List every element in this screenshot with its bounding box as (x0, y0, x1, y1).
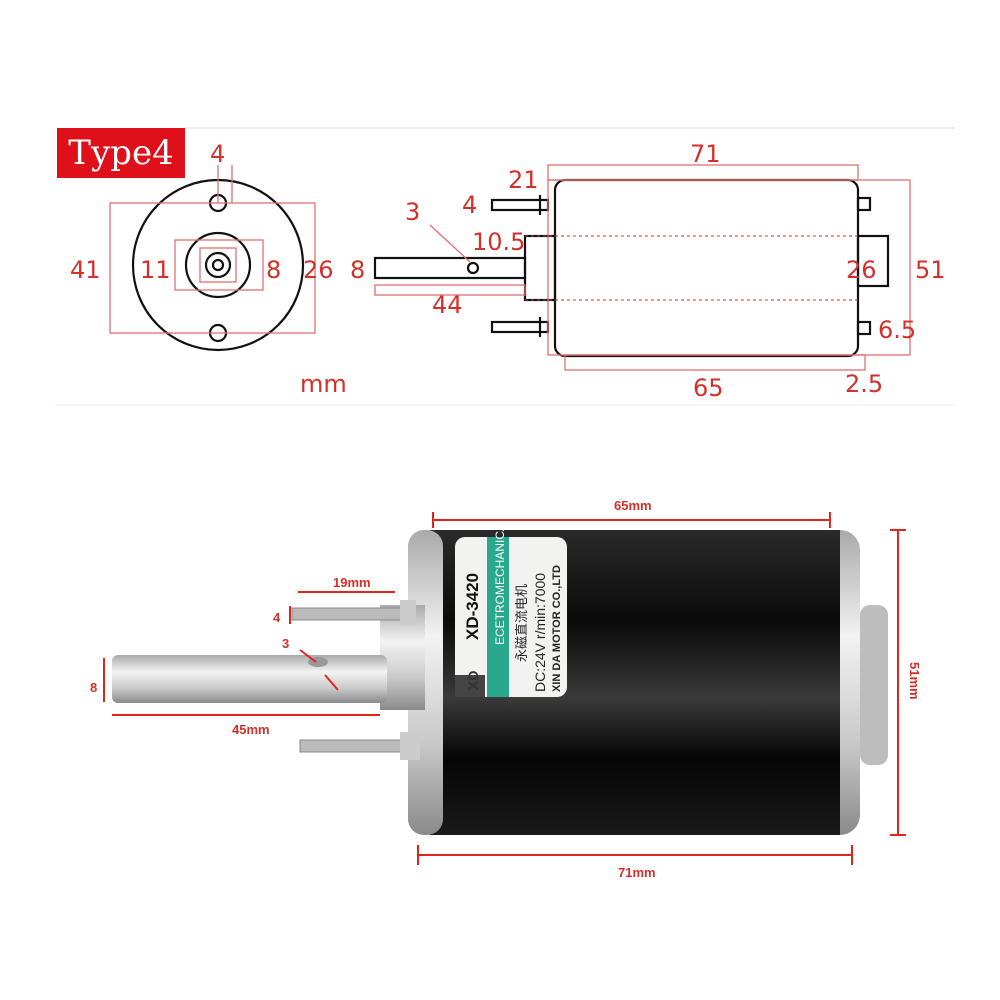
photo-dim-screw-length: 19mm (333, 575, 371, 590)
dim-boss-dia: 26 (846, 256, 877, 284)
side-view (373, 164, 911, 371)
dim-cap: 2.5 (845, 370, 883, 398)
label-chinese: 永磁直流电机 (515, 584, 530, 662)
photo-dim-flat: 3 (282, 636, 289, 651)
photo-dim-shaft-dia: 8 (90, 680, 97, 695)
front-view (109, 165, 316, 352)
dim-shaft-dia: 8 (350, 256, 365, 284)
dim-total-length: 71 (690, 140, 721, 168)
label-spec: DC:24V r/min:7000 (532, 573, 548, 692)
photo-dim-total-length: 71mm (618, 865, 656, 880)
dim-screw-dia: 4 (462, 191, 477, 219)
photo-dim-screw-dia: 4 (273, 610, 281, 625)
photo-dim-diameter: 51mm (907, 662, 922, 700)
motor-photo (112, 530, 888, 835)
dim-inner-left: 11 (140, 256, 171, 284)
photo-dim-body-length: 65mm (614, 498, 652, 513)
dim-flat: 3 (405, 198, 420, 226)
type-badge: Type4 (57, 128, 185, 178)
label-logo: XD (465, 671, 481, 690)
dim-boss: 26 (303, 256, 334, 284)
unit-label: mm (300, 370, 347, 398)
photo-dimension-lines (103, 512, 906, 865)
motor-label: XD XD-3420 ECETROMECHANICAL 永磁直流电机 DC:24… (463, 516, 563, 692)
label-band: ECETROMECHANICAL (493, 516, 507, 645)
label-model: XD-3420 (463, 573, 482, 640)
label-maker: XIN DA MOTOR CO.,LTD (551, 565, 563, 692)
dim-shaft: 8 (266, 256, 281, 284)
dim-screw-length: 21 (508, 166, 539, 194)
dim-outer: 41 (70, 256, 101, 284)
dim-boss-length: 10.5 (472, 228, 525, 256)
photo-dim-shaft-length: 45mm (232, 722, 270, 737)
dim-terminal: 6.5 (878, 316, 916, 344)
dim-body-length: 65 (693, 374, 724, 402)
dim-hole-spacing: 4 (210, 140, 225, 168)
dim-body-dia: 51 (915, 256, 946, 284)
dim-shaft-length: 44 (432, 291, 463, 319)
